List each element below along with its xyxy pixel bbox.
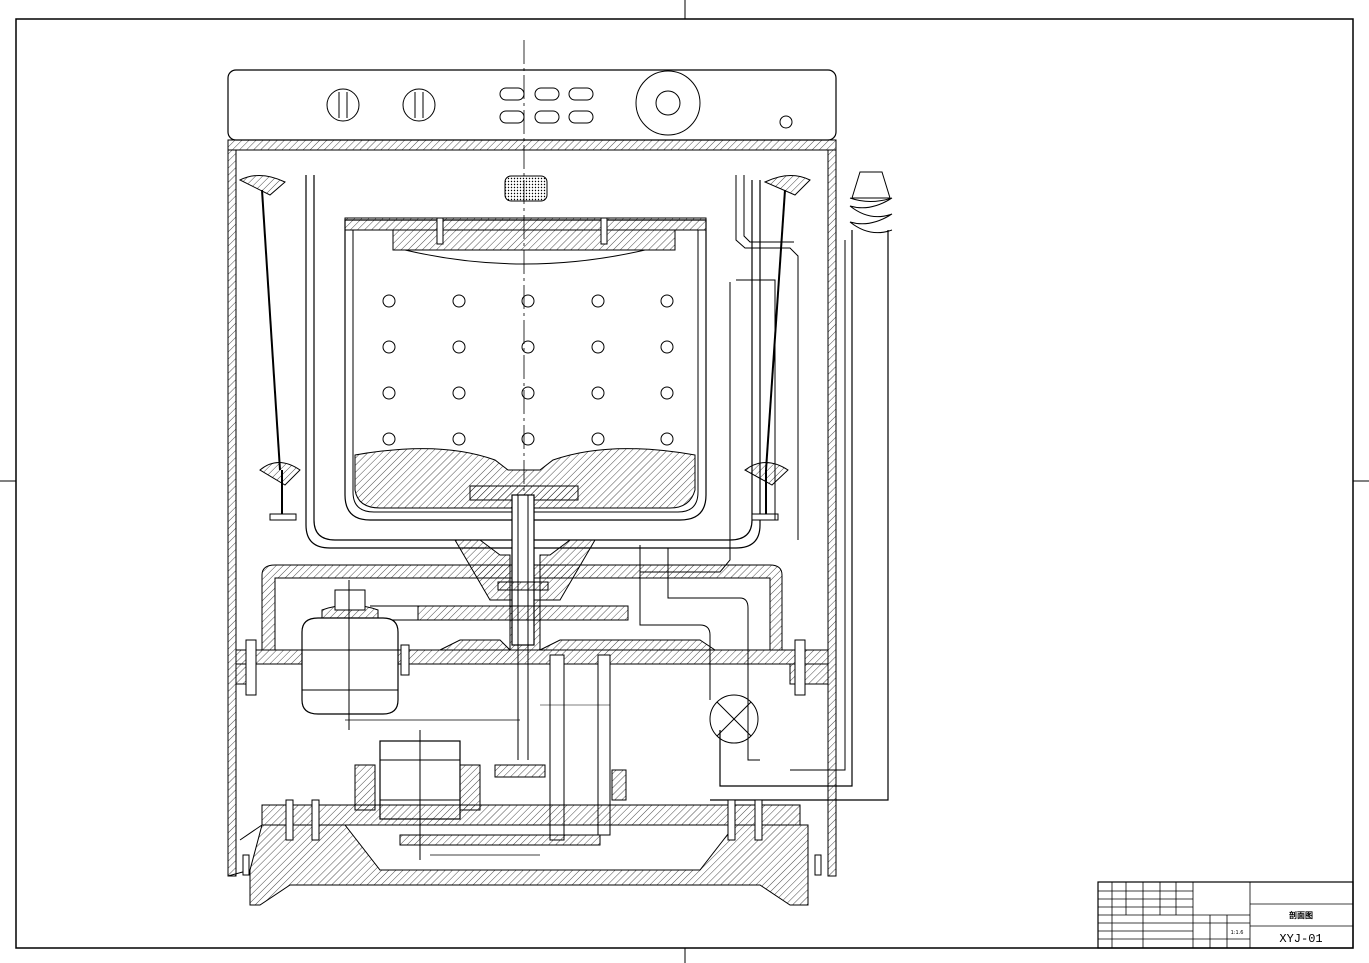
program-knob-icon <box>326 88 360 122</box>
base-frame <box>227 804 809 906</box>
drawing-scale: 1:1.6 <box>1231 930 1244 936</box>
wash-motor-icon <box>301 580 520 730</box>
clutch-assembly <box>492 654 627 841</box>
pulsator <box>354 448 696 509</box>
washing-machine-section <box>227 40 893 906</box>
drawing-number: XYJ-01 <box>1279 932 1322 946</box>
drum-perforations <box>382 294 674 446</box>
lint-filter-icon <box>504 175 548 202</box>
drum-bolts <box>436 217 608 245</box>
drive-belt <box>370 605 629 621</box>
overflow-pipe <box>639 282 731 573</box>
drain-hose <box>710 171 893 801</box>
control-panel <box>227 69 837 151</box>
timer-dial-icon <box>635 70 701 136</box>
bolts <box>242 639 822 876</box>
inner-drum <box>344 217 707 521</box>
suspension-rods <box>238 175 811 521</box>
drawing-title: 剖面图 <box>1289 910 1313 920</box>
drain-pump-icon <box>709 694 759 744</box>
cabinet <box>227 149 837 877</box>
indicator-lamp-icon <box>779 115 793 129</box>
water-level-knob-icon <box>402 88 436 122</box>
title-block <box>1097 881 1354 949</box>
lower-belt <box>399 834 601 856</box>
